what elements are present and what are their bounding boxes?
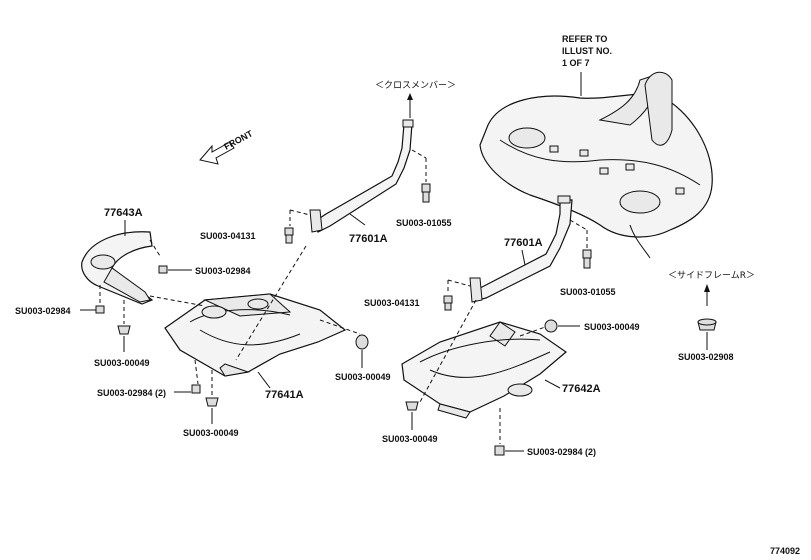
strap-77601a-left xyxy=(309,119,414,233)
cross-member-label: ＜クロスメンバー＞ xyxy=(375,80,456,91)
front-arrow-icon xyxy=(199,141,235,165)
label-su003-01055-right: SU003-01055 xyxy=(560,287,616,297)
label-su003-00049-e: SU003-00049 xyxy=(584,322,640,332)
label-su003-00049-a: SU003-00049 xyxy=(94,358,150,368)
side-frame-arrowhead-icon xyxy=(704,284,710,292)
label-su003-02984-a: SU003-02984 xyxy=(195,266,251,276)
drawing-id: 774092 xyxy=(770,546,800,556)
cross-member-arrowhead-icon xyxy=(407,93,413,100)
bolt-01055-left xyxy=(421,183,431,203)
label-77601a-right: 77601A xyxy=(504,237,543,249)
label-su003-00049-f: SU003-00049 xyxy=(382,434,438,444)
clip-00049-a xyxy=(117,325,131,335)
refer-note-line1: REFER TO xyxy=(562,34,607,44)
bolt-04131-right xyxy=(443,295,453,311)
label-su003-04131-left: SU003-04131 xyxy=(200,231,256,241)
label-77641a: 77641A xyxy=(265,389,304,401)
bolt-02984-a xyxy=(158,265,168,274)
bracket-77643a xyxy=(81,231,154,305)
refer-note-line3: 1 OF 7 xyxy=(562,58,590,68)
label-su003-00049-b: SU003-00049 xyxy=(335,372,391,382)
clip-00049-f xyxy=(405,401,419,411)
label-su003-02984-b: SU003-02984 xyxy=(15,306,71,316)
plug-02908 xyxy=(697,318,717,331)
clip-00049-d xyxy=(205,397,219,407)
side-frame-label: ＜サイドフレームR＞ xyxy=(668,270,755,281)
label-su003-02908: SU003-02908 xyxy=(678,352,734,362)
label-su003-04131-right: SU003-04131 xyxy=(364,298,420,308)
label-su003-01055-left: SU003-01055 xyxy=(396,218,452,228)
clip-00049-b xyxy=(355,334,369,350)
label-su003-02984-2-right: SU003-02984 (2) xyxy=(527,447,596,457)
refer-note-line2: ILLUST NO. xyxy=(562,46,612,56)
bolt-02984-b xyxy=(95,305,105,314)
bolt-01055-right xyxy=(582,249,592,269)
fuel-tank xyxy=(479,71,713,259)
cover-77642a xyxy=(401,321,567,419)
label-77643a: 77643A xyxy=(104,207,143,219)
label-su003-00049-d: SU003-00049 xyxy=(183,428,239,438)
cover-77641a xyxy=(164,293,347,377)
bolt-02984-2-left xyxy=(191,384,201,394)
front-label: FRONT xyxy=(222,128,255,152)
label-77642a: 77642A xyxy=(562,383,601,395)
bolt-04131-left xyxy=(284,227,294,244)
label-77601a-left: 77601A xyxy=(349,233,388,245)
strap-77601a-right xyxy=(469,195,573,303)
bolt-02984-2-right xyxy=(494,445,505,456)
clip-00049-e xyxy=(544,319,558,333)
label-su003-02984-2-left: SU003-02984 (2) xyxy=(97,388,166,398)
